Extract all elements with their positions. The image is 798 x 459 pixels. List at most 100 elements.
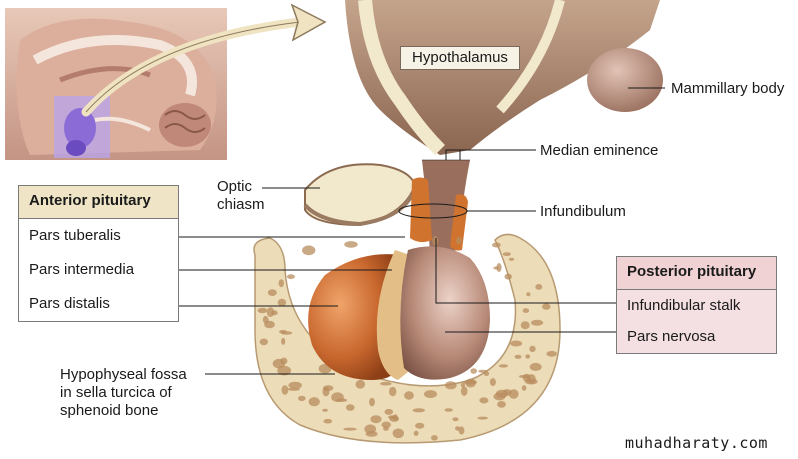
bone-spot xyxy=(510,340,523,347)
bone-spot xyxy=(514,354,522,359)
bone-spot xyxy=(444,408,453,412)
watermark: muhadharaty.com xyxy=(625,434,768,452)
bone-spot xyxy=(498,364,509,368)
bone-spot xyxy=(298,395,306,402)
pars-tuberalis-label: Pars tuberalis xyxy=(29,227,121,244)
fossa-label-line3: sphenoid bone xyxy=(60,402,159,419)
bone-spot xyxy=(542,303,551,310)
bone-spot xyxy=(460,382,465,388)
bone-spot xyxy=(535,284,543,290)
pars-intermedia-label: Pars intermedia xyxy=(29,261,135,278)
bone-spot xyxy=(278,279,284,288)
optic-chiasm-label-line2: chiasm xyxy=(217,196,265,213)
optic-chiasm-label-line1: Optic xyxy=(217,178,253,195)
bone-spot xyxy=(383,426,389,431)
bone-spot xyxy=(496,263,502,272)
bone-spot xyxy=(456,236,463,245)
bone-spot xyxy=(546,350,557,357)
bone-spot xyxy=(384,408,394,415)
bone-spot xyxy=(277,298,287,307)
bone-spot xyxy=(302,245,316,256)
bone-spot xyxy=(492,242,501,248)
bone-spot xyxy=(470,368,478,374)
bone-spot xyxy=(529,345,536,353)
fossa-label-line2: in sella turcica of xyxy=(60,384,172,401)
mammillary-body xyxy=(587,48,663,112)
median-eminence-label: Median eminence xyxy=(540,142,659,159)
anterior-pituitary-box: Anterior pituitary Pars tuberalis Pars i… xyxy=(18,185,179,322)
bone-spot xyxy=(477,416,489,420)
bone-spot xyxy=(322,408,328,412)
bone-spot xyxy=(508,257,515,261)
posterior-pituitary-box: Posterior pituitary Infundibular stalk P… xyxy=(616,256,777,354)
bone-spot xyxy=(415,422,425,429)
sella-turcica-bone xyxy=(253,233,561,444)
bone-spot xyxy=(452,417,459,422)
bone-spot xyxy=(444,381,457,390)
bone-spot xyxy=(520,321,530,330)
posterior-lobe xyxy=(400,246,490,380)
fossa-label-line1: Hypophyseal fossa xyxy=(60,366,187,383)
bone-spot xyxy=(460,386,468,396)
bone-spot xyxy=(380,381,392,386)
bone-spot xyxy=(346,404,355,411)
optic-chiasm-shadow xyxy=(303,193,414,227)
bone-spot xyxy=(369,397,375,407)
bone-spot xyxy=(267,289,277,296)
anterior-pituitary-title: Anterior pituitary xyxy=(19,186,178,219)
bone-spot xyxy=(521,385,527,391)
bone-spot xyxy=(404,391,414,400)
bone-spot xyxy=(266,307,275,317)
bone-spot xyxy=(381,421,392,429)
bone-spot xyxy=(424,390,437,399)
bone-spot xyxy=(277,365,292,376)
bone-spot xyxy=(389,386,397,397)
infundibulum-label: Infundibulum xyxy=(540,203,626,220)
bone-spot xyxy=(343,427,357,431)
bone-spot xyxy=(493,392,506,401)
bone-spot xyxy=(308,397,320,407)
bone-spot xyxy=(531,319,544,326)
bone-spot xyxy=(525,354,531,359)
bone-spot xyxy=(281,385,289,395)
bone-spot xyxy=(392,428,404,439)
bone-spot xyxy=(288,381,303,389)
posterior-pituitary-title: Posterior pituitary xyxy=(617,257,776,290)
pars-distalis-label: Pars distalis xyxy=(29,295,110,312)
bone-spot xyxy=(522,308,530,313)
pars-nervosa-label: Pars nervosa xyxy=(627,328,716,345)
bone-spot xyxy=(413,430,419,436)
hypothalamus-tissue xyxy=(345,0,660,155)
mammillary-body-label: Mammillary body xyxy=(671,80,785,97)
bone-spot xyxy=(323,418,333,424)
bone-spot xyxy=(262,315,269,324)
bone-spots xyxy=(257,235,557,441)
bone-spot xyxy=(502,252,511,256)
bone-spot xyxy=(504,273,512,280)
bone-spot xyxy=(364,424,377,434)
bone-spot xyxy=(344,241,358,248)
bone-spot xyxy=(432,235,439,246)
bone-spot xyxy=(323,385,334,391)
bone-spot xyxy=(331,392,344,403)
bone-spot xyxy=(478,369,488,373)
bone-spot xyxy=(518,374,530,379)
bone-spot xyxy=(463,379,477,385)
pointer-arrow-outline xyxy=(85,21,301,113)
bone-spot xyxy=(489,378,496,387)
bone-spot xyxy=(529,362,542,371)
bone-spot xyxy=(525,378,538,385)
bone-spot xyxy=(412,408,425,413)
bone-spot xyxy=(279,329,287,334)
hypothalamus-label: Hypothalamus xyxy=(400,46,520,70)
bone-spot xyxy=(431,435,438,441)
bone-spot xyxy=(392,414,398,421)
arrow-head-icon xyxy=(290,3,327,42)
bone-spot xyxy=(370,415,382,424)
bone-spot xyxy=(497,401,506,408)
bone-spot xyxy=(257,307,268,314)
bone-spot xyxy=(526,292,531,297)
bone-spot xyxy=(355,379,366,389)
pars-tuberalis-tissue xyxy=(410,177,432,243)
